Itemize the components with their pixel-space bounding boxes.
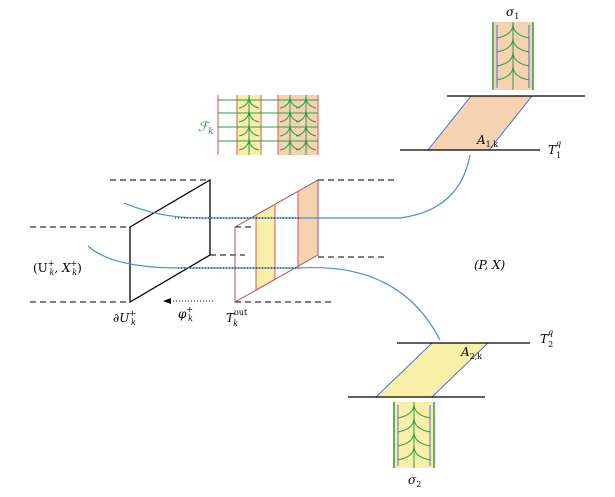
sigma2-box: σ2 xyxy=(393,402,435,489)
trajectory-lower xyxy=(87,245,441,341)
boundary-uk-parallelogram xyxy=(129,178,211,304)
tk-out-parallelogram xyxy=(234,179,319,303)
trajectory-curves xyxy=(87,154,471,341)
phi-arrow xyxy=(163,298,215,304)
label-foliation: ℱk xyxy=(198,120,214,137)
label-sigma1: σ1 xyxy=(506,5,519,21)
foliation-box: ℱk xyxy=(198,95,319,155)
label-a1k: A1,k xyxy=(476,133,498,149)
boundary-uk-section xyxy=(30,178,245,304)
tk-yellow-strip xyxy=(256,204,275,290)
label-uk-pair: (U+k, X+k) xyxy=(33,259,82,277)
tk-out-section xyxy=(234,179,395,303)
label-px: (P, X) xyxy=(474,258,505,272)
trajectory-upper xyxy=(123,154,471,219)
sigma1-box: σ1 xyxy=(492,5,534,90)
tk-orange-strip xyxy=(298,180,318,266)
label-duk: ∂U+k xyxy=(113,309,136,327)
label-sigma2: σ2 xyxy=(408,473,421,489)
dotted-connectors xyxy=(175,217,300,269)
label-phik: φ+k xyxy=(178,305,193,323)
label-a2k: A2,k xyxy=(460,345,482,361)
